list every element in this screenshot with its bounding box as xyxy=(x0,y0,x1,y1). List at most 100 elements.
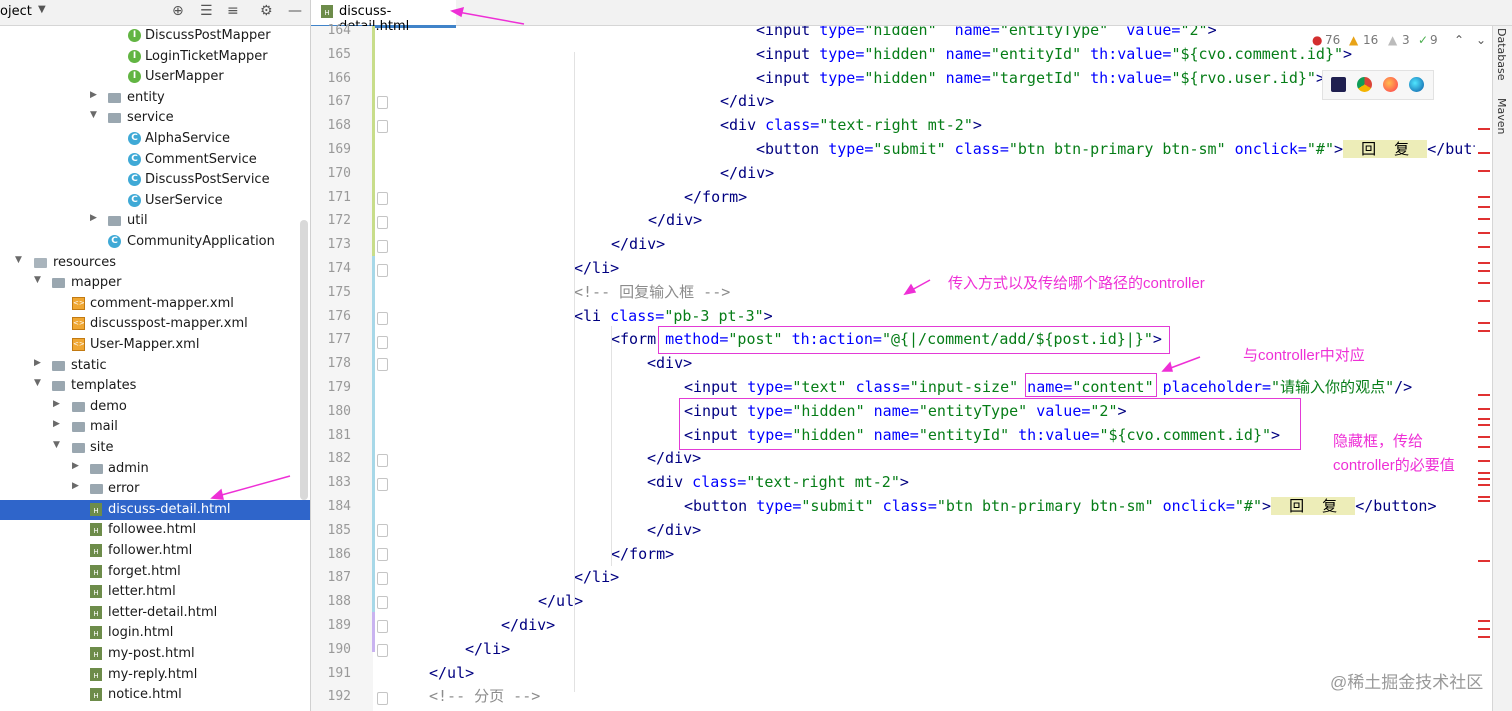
project-scrollbar[interactable] xyxy=(300,220,308,500)
code-line[interactable]: <div> xyxy=(647,352,692,376)
fold-marker[interactable] xyxy=(377,240,388,253)
fold-marker[interactable] xyxy=(377,524,388,537)
error-stripe-mark[interactable] xyxy=(1478,170,1490,172)
chevron-down-icon[interactable]: ▼ xyxy=(34,378,41,389)
code-line[interactable]: </div> xyxy=(647,519,701,543)
fold-marker[interactable] xyxy=(377,312,388,325)
code-line[interactable]: </li> xyxy=(574,566,619,590)
chevron-right-icon[interactable]: ▶ xyxy=(90,89,97,100)
fold-marker[interactable] xyxy=(377,454,388,467)
code-line[interactable]: </ul> xyxy=(429,662,474,686)
fold-marker[interactable] xyxy=(377,336,388,349)
code-line[interactable]: </form> xyxy=(684,186,747,210)
tree-item-site[interactable]: ▼site xyxy=(0,438,310,459)
chrome-icon[interactable] xyxy=(1357,77,1372,92)
fold-marker[interactable] xyxy=(377,96,388,109)
chevron-right-icon[interactable]: ▶ xyxy=(53,419,60,430)
locate-icon[interactable]: ⊕ xyxy=(172,3,184,19)
tree-item-static[interactable]: ▶static xyxy=(0,356,310,377)
fold-marker[interactable] xyxy=(377,548,388,561)
code-line[interactable]: </div> xyxy=(648,209,702,233)
chevron-right-icon[interactable]: ▶ xyxy=(53,398,60,409)
fold-marker[interactable] xyxy=(377,572,388,585)
chevron-down-icon[interactable]: ▼ xyxy=(38,4,46,15)
tree-item-templates[interactable]: ▼templates xyxy=(0,376,310,397)
code-line[interactable]: </div> xyxy=(501,614,555,638)
code-line[interactable]: <div class="text-right mt-2"> xyxy=(647,471,909,495)
firefox-icon[interactable] xyxy=(1383,77,1398,92)
vcs-change-marker[interactable] xyxy=(372,612,375,652)
chevron-up-icon[interactable]: ⌃ xyxy=(1454,33,1465,47)
code-line[interactable]: <!-- 回复输入框 --> xyxy=(574,281,730,305)
fold-marker[interactable] xyxy=(377,596,388,609)
chevron-right-icon[interactable]: ▶ xyxy=(72,460,79,471)
code-line[interactable]: </li> xyxy=(465,638,510,662)
fold-marker[interactable] xyxy=(377,644,388,657)
error-stripe-mark[interactable] xyxy=(1478,484,1490,486)
hide-icon[interactable]: — xyxy=(288,3,302,19)
error-stripe-mark[interactable] xyxy=(1478,246,1490,248)
error-stripe-mark[interactable] xyxy=(1478,446,1490,448)
tree-item-admin[interactable]: ▶admin xyxy=(0,459,310,480)
tab-discuss-detail[interactable]: H discuss-detail.html xyxy=(311,0,456,34)
code-line[interactable]: </div> xyxy=(720,162,774,186)
code-line[interactable]: </div> xyxy=(647,447,701,471)
tree-item-user-mapper-xml[interactable]: <>User-Mapper.xml xyxy=(0,335,310,356)
error-stripe-mark[interactable] xyxy=(1478,636,1490,638)
code-line[interactable]: <input type="text" class="input-size" na… xyxy=(684,376,1412,400)
error-stripe-mark[interactable] xyxy=(1478,460,1490,462)
collapse-all-icon[interactable]: ≡ xyxy=(227,3,239,19)
chevron-down-icon[interactable]: ▼ xyxy=(15,254,22,265)
error-stripe-mark[interactable] xyxy=(1478,330,1490,332)
error-stripe-mark[interactable] xyxy=(1478,408,1490,410)
code-line[interactable]: <input type="hidden" name="entityId" th:… xyxy=(756,43,1352,67)
database-tab[interactable]: Database xyxy=(1495,28,1508,81)
tree-item-comment-mapper-xml[interactable]: <>comment-mapper.xml xyxy=(0,294,310,315)
error-stripe-mark[interactable] xyxy=(1478,282,1490,284)
error-stripe-mark[interactable] xyxy=(1478,424,1490,426)
error-stripe-mark[interactable] xyxy=(1478,496,1490,498)
error-stripe-mark[interactable] xyxy=(1478,300,1490,302)
error-stripe-mark[interactable] xyxy=(1478,196,1490,198)
error-stripe-mark[interactable] xyxy=(1478,152,1490,154)
fold-marker[interactable] xyxy=(377,478,388,491)
tree-item-mail[interactable]: ▶mail xyxy=(0,417,310,438)
vcs-change-marker[interactable] xyxy=(372,26,375,294)
tree-item-resources[interactable]: ▼resources xyxy=(0,253,310,274)
code-line[interactable]: <div class="text-right mt-2"> xyxy=(720,114,982,138)
code-line[interactable]: </form> xyxy=(611,543,674,567)
expand-all-icon[interactable]: ☰ xyxy=(200,3,213,19)
fold-marker[interactable] xyxy=(377,192,388,205)
tree-item-discusspost-mapper-xml[interactable]: <>discusspost-mapper.xml xyxy=(0,314,310,335)
fold-marker[interactable] xyxy=(377,216,388,229)
code-line[interactable]: <button type="submit" class="btn btn-pri… xyxy=(756,138,1475,162)
code-line[interactable]: </ul> xyxy=(538,590,583,614)
code-line[interactable]: </div> xyxy=(720,90,774,114)
fold-marker[interactable] xyxy=(377,620,388,633)
error-stripe-mark[interactable] xyxy=(1478,560,1490,562)
vcs-change-marker[interactable] xyxy=(372,256,375,616)
chevron-down-icon[interactable]: ⌄ xyxy=(1476,33,1487,47)
error-stripe-mark[interactable] xyxy=(1478,478,1490,480)
intellij-icon[interactable] xyxy=(1331,77,1346,92)
chevron-right-icon[interactable]: ▶ xyxy=(72,481,79,492)
fold-marker[interactable] xyxy=(377,692,388,705)
code-line[interactable]: <li class="pb-3 pt-3"> xyxy=(574,305,773,329)
error-stripe-mark[interactable] xyxy=(1478,128,1490,130)
code-line[interactable]: <form method="post" th:action="@{|/comme… xyxy=(611,328,1162,352)
code-editor[interactable]: <input type="hidden" name="entityType" v… xyxy=(390,26,1475,711)
